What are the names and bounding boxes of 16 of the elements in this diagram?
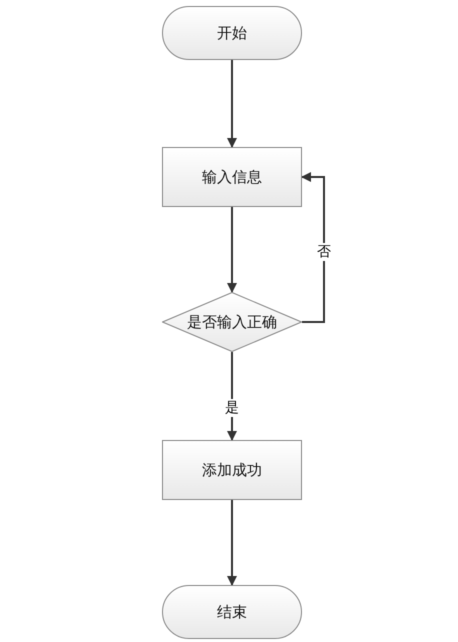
arrow [227, 500, 237, 586]
node-label: 输入信息 [202, 168, 262, 186]
terminal-box [162, 585, 302, 639]
edge-label: 否 [317, 242, 331, 260]
edge-label: 是 [225, 399, 239, 417]
arrow [227, 207, 237, 293]
terminal-box [162, 6, 302, 60]
node-label: 结束 [217, 602, 247, 622]
process-box [162, 147, 302, 207]
node-label: 是否输入正确 [187, 312, 277, 332]
arrow [301, 172, 325, 323]
process-box [162, 440, 302, 500]
node-label: 开始 [217, 24, 247, 42]
node-label: 添加成功 [202, 460, 262, 480]
arrow [227, 60, 237, 148]
decision-diamond [162, 292, 302, 352]
